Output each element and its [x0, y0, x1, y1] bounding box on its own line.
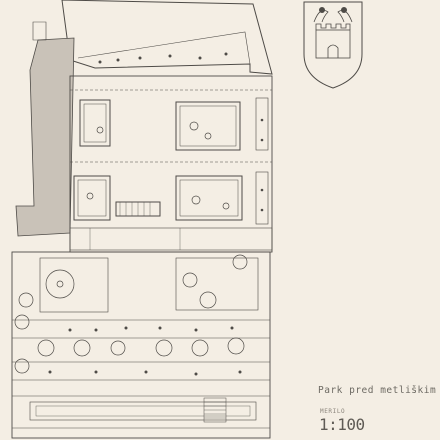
garden-frame [69, 75, 273, 253]
planting-bed [79, 99, 111, 147]
trees [14, 121, 248, 374]
scale-value: 1:100 [319, 415, 365, 434]
scale-label: MERILO [320, 408, 346, 415]
planting-bed [175, 175, 243, 221]
upper-garden-boundary [61, 0, 273, 75]
drawing-caption: Park pred metliškim g [318, 385, 440, 396]
coat-of-arms-icon [303, 1, 363, 89]
planting-bed [175, 101, 241, 151]
lower-park [11, 251, 271, 439]
stone-wall [15, 37, 75, 237]
site-plan [11, 0, 273, 439]
planting-bed [73, 175, 111, 221]
shrubs [48, 52, 264, 376]
